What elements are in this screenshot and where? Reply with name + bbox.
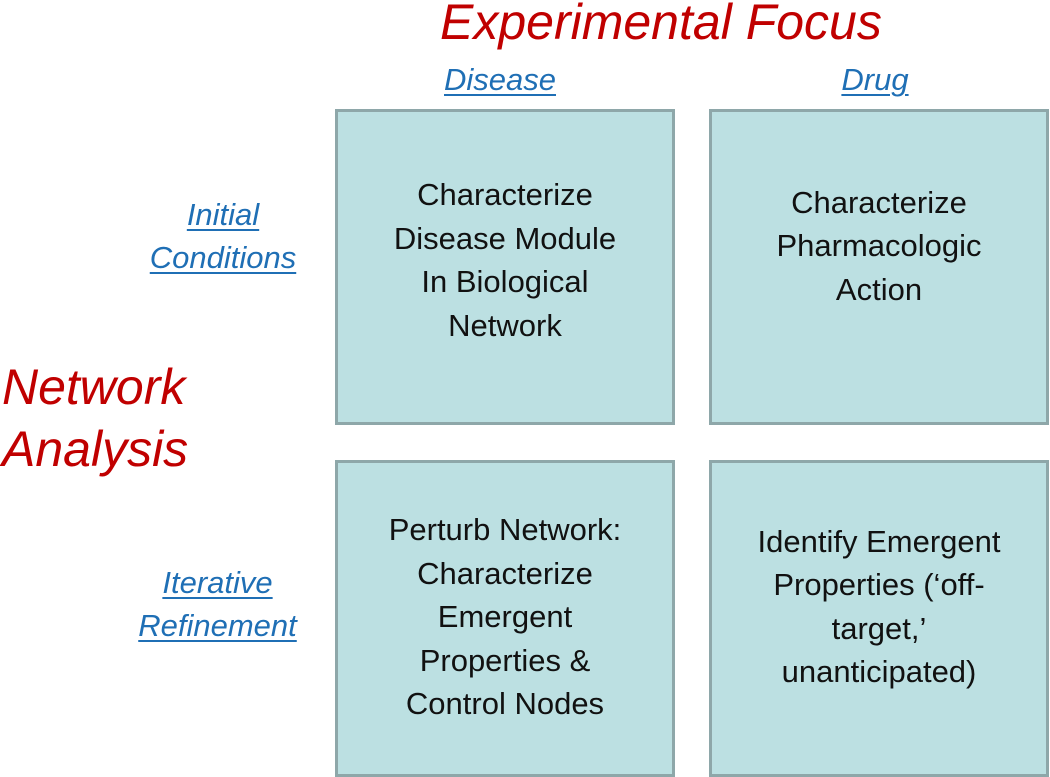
row-label-iterative-line-2: Refinement bbox=[138, 608, 297, 643]
network-analysis-title-line-2: Analysis bbox=[2, 421, 189, 477]
cell-initial-drug-text: Characterize Pharmacologic Action bbox=[776, 184, 982, 307]
cell-initial-disease-text: Characterize Disease Module In Biologica… bbox=[393, 177, 617, 343]
network-analysis-title: Network Analysis bbox=[2, 356, 242, 480]
cell-initial-drug: Characterize Pharmacologic Action bbox=[709, 109, 1049, 425]
cell-iterative-disease: Perturb Network: Characterize Emergent P… bbox=[335, 460, 675, 777]
network-analysis-title-line-1: Network bbox=[2, 359, 186, 415]
cell-iterative-drug: Identify Emergent Properties (‘off- targ… bbox=[709, 460, 1049, 777]
row-label-iterative-refinement: Iterative Refinement bbox=[115, 561, 320, 647]
experimental-focus-title: Experimental Focus bbox=[440, 0, 882, 50]
row-label-iterative-line-1: Iterative bbox=[162, 565, 273, 600]
row-label-initial-line-2: Conditions bbox=[149, 240, 297, 275]
row-label-initial-line-1: Initial bbox=[186, 197, 260, 232]
cell-iterative-disease-text: Perturb Network: Characterize Emergent P… bbox=[388, 512, 622, 722]
row-label-initial-conditions: Initial Conditions bbox=[128, 193, 318, 279]
cell-iterative-drug-text: Identify Emergent Properties (‘off- targ… bbox=[757, 523, 1001, 690]
column-label-disease: Disease bbox=[444, 62, 556, 97]
cell-initial-disease: Characterize Disease Module In Biologica… bbox=[335, 109, 675, 425]
column-label-drug: Drug bbox=[841, 62, 909, 97]
